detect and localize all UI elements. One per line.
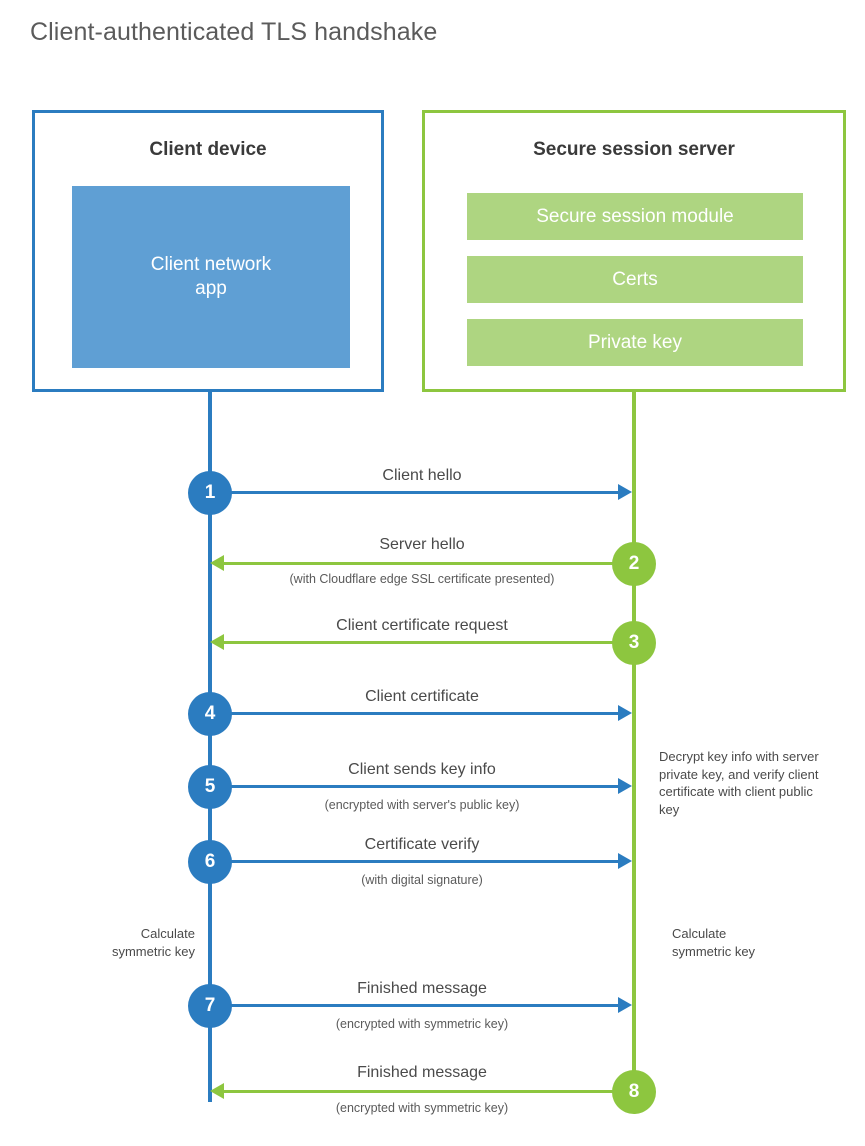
server-calculate-note-line2: symmetric key [672, 943, 756, 959]
step-4-arrow-head-right-icon [618, 705, 632, 721]
step-1-label: Client hello [382, 467, 462, 484]
step-1-circle: 1 [188, 471, 232, 515]
step-6-arrow-line [210, 860, 620, 863]
page-title: Client-authenticated TLS handshake [30, 18, 438, 46]
client-network-app-block: Client network app [72, 186, 350, 368]
step-4-arrow-line [210, 712, 620, 715]
step-8-label: Finished message [357, 1064, 487, 1081]
step-5-arrow-line [210, 785, 620, 788]
step-4-circle: 4 [188, 692, 232, 736]
client-calculate-note-line1: Calculate [140, 926, 195, 941]
step-2-arrow-line [224, 562, 634, 565]
step-8-arrow-head-left-icon [210, 1083, 224, 1099]
server-decrypt-note: Decrypt key info with server private key… [659, 749, 819, 817]
client-device-box: Client device Client network app [32, 110, 384, 392]
step-5-label: Client sends key info [348, 761, 496, 778]
step-6-arrow-head-right-icon [618, 853, 632, 869]
client-calculate-symmetric-key-note: Calculate symmetric key [30, 925, 195, 960]
step-6-label: Certificate verify [364, 836, 480, 853]
step-4-label: Client certificate [365, 688, 479, 705]
step-7-sublabel: (encrypted with symmetric key) [335, 1017, 509, 1031]
secure-session-server-box: Secure session server Secure session mod… [422, 110, 846, 392]
step-3-label: Client certificate request [336, 617, 508, 634]
client-app-label-line1: Client network [150, 254, 272, 276]
step-2-sublabel: (with Cloudflare edge SSL certificate pr… [289, 572, 555, 586]
client-app-label-line2: app [195, 278, 227, 299]
step-3-circle: 3 [612, 621, 656, 665]
step-5-circle: 5 [188, 765, 232, 809]
step-8-sublabel: (encrypted with symmetric key) [335, 1101, 509, 1115]
step-7-circle: 7 [188, 984, 232, 1028]
client-lifeline [208, 392, 212, 1102]
step-6-circle: 6 [188, 840, 232, 884]
secure-session-server-title: Secure session server [533, 139, 735, 160]
server-calculate-note-line1: Calculate [672, 926, 727, 941]
step-5-arrow-head-right-icon [618, 778, 632, 794]
client-device-title: Client device [149, 139, 267, 160]
step-2-circle: 2 [612, 542, 656, 586]
server-component-private-key: Private key [467, 319, 803, 366]
step-2-label: Server hello [379, 536, 465, 553]
step-2-arrow-head-left-icon [210, 555, 224, 571]
step-8-arrow-line [224, 1090, 634, 1093]
step-7-label: Finished message [357, 980, 487, 997]
step-8-circle: 8 [612, 1070, 656, 1114]
client-calculate-note-line2: symmetric key [111, 943, 195, 959]
step-3-arrow-head-left-icon [210, 634, 224, 650]
step-7-arrow-line [210, 1004, 620, 1007]
server-component-secure-session-module: Secure session module [467, 193, 803, 240]
step-1-arrow-line [210, 491, 620, 494]
step-6-sublabel: (with digital signature) [361, 873, 483, 887]
step-7-arrow-head-right-icon [618, 997, 632, 1013]
server-component-certs: Certs [467, 256, 803, 303]
step-3-arrow-line [224, 641, 634, 644]
server-lifeline [632, 392, 636, 1092]
server-calculate-symmetric-key-note: Calculate symmetric key [672, 925, 837, 960]
step-1-arrow-head-right-icon [618, 484, 632, 500]
step-5-sublabel: (encrypted with server's public key) [324, 798, 520, 812]
